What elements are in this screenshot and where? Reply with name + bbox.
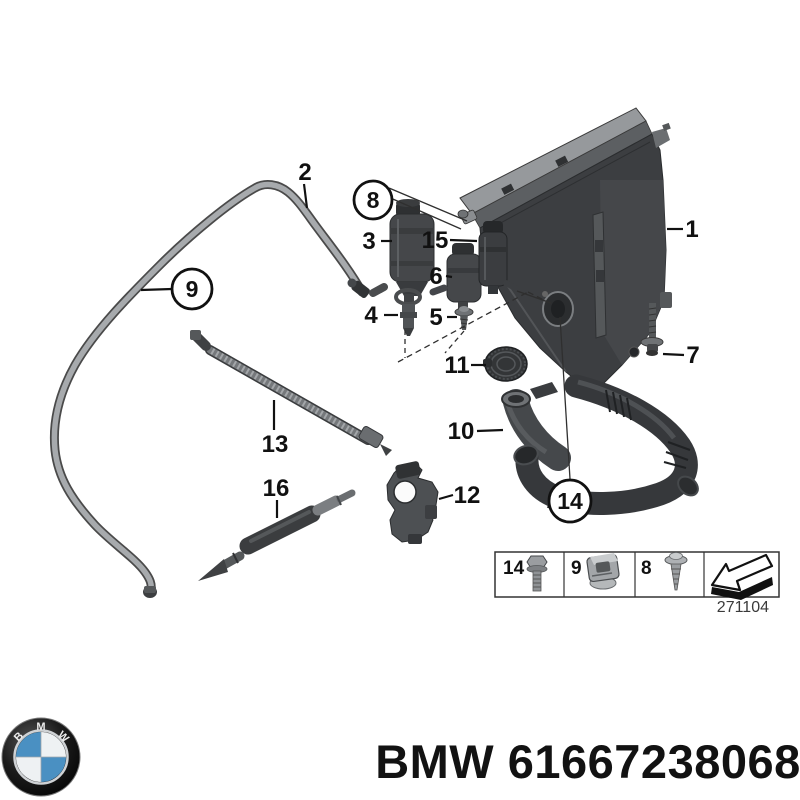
bmw-logo-letter-m: M xyxy=(36,721,45,733)
callout-15-label: 15 xyxy=(422,227,449,254)
legend-item-9-label: 9 xyxy=(571,558,582,579)
callout-labels: 1 2 3 4 5 6 7 10 11 12 13 15 16 xyxy=(262,159,700,509)
callout-8-circle xyxy=(352,179,394,221)
screw-part-7 xyxy=(640,303,664,356)
screw-part-5 xyxy=(454,306,474,330)
spring-nut-clip-icon xyxy=(586,553,620,590)
callout-4-label: 4 xyxy=(364,302,378,329)
hose-end-fitting xyxy=(143,586,157,598)
callout-1-label: 1 xyxy=(685,216,698,243)
legend-item-14-label: 14 xyxy=(503,558,525,579)
fluid-line-kit-part-16 xyxy=(198,489,356,581)
callout-12-label: 12 xyxy=(454,482,481,509)
tank-nozzle xyxy=(457,209,478,225)
legend-item-8-label: 8 xyxy=(641,558,652,579)
washer-hose-part-2 xyxy=(49,180,370,598)
bracket-part-12 xyxy=(386,461,439,544)
pump-grommet-hole xyxy=(542,291,574,327)
part-title: BMW 61667238068 xyxy=(375,735,800,788)
reservoir-cap-part-11 xyxy=(483,346,528,382)
direction-arrow-icon xyxy=(710,553,774,600)
grommet-part-4 xyxy=(394,288,422,336)
callout-14-label: 14 xyxy=(557,488,583,514)
callout-3-label: 3 xyxy=(362,228,375,255)
bolt-icon xyxy=(526,555,548,592)
drawing-number: 271104 xyxy=(717,599,769,616)
callout-13-label: 13 xyxy=(262,431,289,458)
screw-icon xyxy=(664,552,688,591)
filler-neck-part-10 xyxy=(501,382,571,471)
callout-5-label: 5 xyxy=(429,304,442,331)
braided-hose-part-13 xyxy=(190,330,392,456)
construction-lines xyxy=(385,187,571,480)
callout-2-label: 2 xyxy=(298,159,311,186)
washer-pump-part-6 xyxy=(429,243,482,311)
washer-pump-part-15 xyxy=(478,221,520,294)
callout-9-circle xyxy=(170,267,214,311)
callout-6-label: 6 xyxy=(429,263,442,290)
circled-callouts: 8 9 14 xyxy=(170,179,593,524)
bmw-logo: B M W xyxy=(1,717,81,797)
leader-lines xyxy=(140,183,685,518)
callout-7-label: 7 xyxy=(686,342,699,369)
callout-11-label: 11 xyxy=(444,352,469,379)
callout-16-label: 16 xyxy=(263,475,290,502)
hose-elbow-fitting xyxy=(347,278,370,299)
callout-8-label: 8 xyxy=(367,187,380,213)
callout-14-circle xyxy=(547,478,593,524)
legend-table: 14 9 8 xyxy=(494,551,780,600)
callout-10-label: 10 xyxy=(448,418,475,445)
callout-9-label: 9 xyxy=(186,276,199,302)
